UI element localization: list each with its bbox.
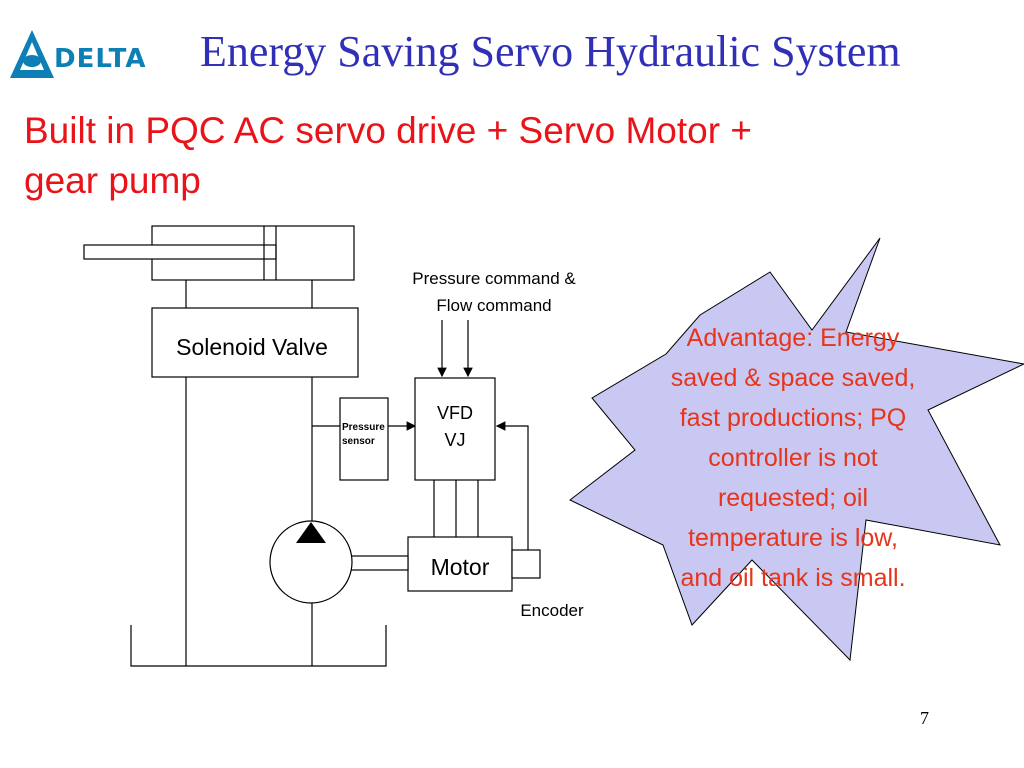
cylinder-rod <box>83 244 277 260</box>
motor-box <box>407 536 513 592</box>
vfd-label: VFD <box>437 403 473 423</box>
pump-shaft <box>349 555 409 571</box>
page-number: 7 <box>920 708 929 728</box>
delta-triangle-icon <box>10 30 54 78</box>
pressure-sensor-label-2: sensor <box>342 436 375 447</box>
advantage-line-6: temperature is low, <box>688 524 898 552</box>
encoder-box <box>511 549 541 579</box>
slide-title: Energy Saving Servo Hydraulic System <box>200 27 901 76</box>
advantage-line-3: fast productions; PQ <box>680 404 907 432</box>
subtitle-line-2: gear pump <box>24 160 201 201</box>
advantage-text: Advantage: Energy saved & space saved, f… <box>671 324 916 592</box>
command-label-line-1: Pressure command & <box>412 269 576 288</box>
vj-label: VJ <box>444 430 465 450</box>
oil-tank <box>130 625 387 667</box>
delta-logo <box>8 28 148 82</box>
hydraulic-pump-icon <box>269 520 353 604</box>
encoder-label: Encoder <box>520 601 584 620</box>
logo-text: DELTA <box>54 44 147 74</box>
command-label-line-2: Flow command <box>436 296 551 315</box>
pump-arrow-icon <box>296 522 326 543</box>
vfd-box <box>414 377 496 481</box>
pressure-sensor-box <box>339 397 389 481</box>
advantage-line-7: and oil tank is small. <box>680 564 905 592</box>
advantage-burst <box>569 237 1024 662</box>
solenoid-valve-label: Solenoid Valve <box>176 334 328 360</box>
advantage-line-2: saved & space saved, <box>671 364 916 392</box>
pressure-sensor-label-1: Pressure <box>342 422 385 433</box>
slide-subtitle: Built in PQC AC servo drive + Servo Moto… <box>24 106 904 206</box>
advantage-line-1: Advantage: Energy <box>687 324 900 352</box>
solenoid-valve-box <box>151 307 359 378</box>
advantage-line-4: controller is not <box>708 444 878 472</box>
subtitle-line-1: Built in PQC AC servo drive + Servo Moto… <box>24 110 752 151</box>
advantage-line-5: requested; oil <box>718 484 868 512</box>
motor-label: Motor <box>431 554 490 580</box>
encoder-feedback-arrow <box>495 421 529 550</box>
